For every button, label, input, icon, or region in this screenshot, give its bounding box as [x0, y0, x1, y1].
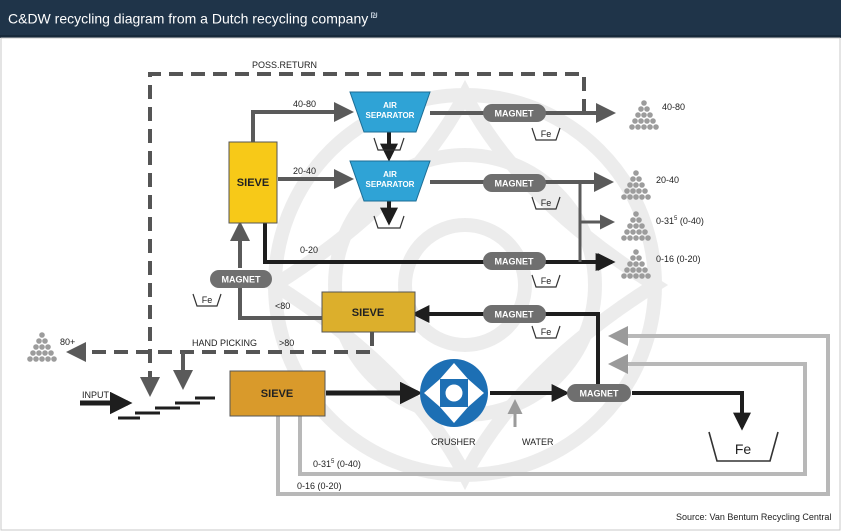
magnet-2-label: MAGNET: [495, 179, 534, 189]
air-separator-2-line2: SEPARATOR: [366, 180, 415, 189]
label-bottom-0-16: 0-16 (0-20): [297, 481, 342, 491]
line-lt80: [238, 282, 322, 320]
air-separator-1-line1: AIR: [383, 101, 397, 110]
fe-bin-large-label: Fe: [735, 441, 752, 457]
title-mark-icon: ₪: [370, 10, 378, 20]
magnet-3: MAGNET: [483, 252, 546, 270]
magnet-5: MAGNET: [210, 270, 272, 288]
magnet-1: MAGNET: [483, 104, 546, 122]
fe-bin-4-label: Fe: [541, 327, 552, 337]
line-40-80: [251, 102, 354, 142]
sieve-top-label: SIEVE: [237, 177, 269, 189]
magnet-6: MAGNET: [567, 384, 631, 402]
output-label-0-31: 0-315 (0-40): [656, 216, 704, 226]
magnet-1-label: MAGNET: [495, 109, 534, 119]
label-0-20: 0-20: [300, 245, 318, 255]
line-hand-picking: [66, 332, 374, 362]
label-crusher: CRUSHER: [431, 437, 476, 447]
label-40-80: 40-80: [293, 99, 316, 109]
line-recirc-mid-sieve: [411, 305, 600, 395]
loop-0-31: [298, 354, 807, 476]
magnet-5-label: MAGNET: [222, 275, 261, 285]
conveyor-stairs: [118, 396, 215, 420]
output-label-20-40: 20-40: [656, 175, 679, 185]
magnet-6-label: MAGNET: [580, 389, 619, 399]
label-80-plus: 80+: [60, 337, 75, 347]
label-bottom-0-31: 0-315 (0-40): [313, 459, 361, 469]
label-water: WATER: [522, 437, 554, 447]
label-lt80: <80: [275, 301, 290, 311]
label-input: INPUT: [82, 390, 110, 400]
air-separator-2-line1: AIR: [383, 170, 397, 179]
pile-icon-80-plus: [27, 332, 57, 362]
sieve-bottom-label: SIEVE: [261, 388, 293, 400]
air-separator-1-line2: SEPARATOR: [366, 111, 415, 120]
sieve-middle-label: SIEVE: [352, 307, 384, 319]
pile-icon-0-31: [621, 211, 651, 241]
fe-bin-2-label: Fe: [541, 198, 552, 208]
sieve-bottom: SIEVE: [229, 370, 326, 417]
pile-icon-20-40: [621, 170, 651, 200]
output-label-0-16: 0-16 (0-20): [656, 254, 701, 264]
diagram-frame: [0, 37, 841, 531]
fe-bin-3-label: Fe: [541, 276, 552, 286]
pile-icon-0-16: [621, 249, 651, 279]
magnet-3-label: MAGNET: [495, 257, 534, 267]
page-title: C&DW recycling diagram from a Dutch recy…: [8, 10, 378, 27]
poss-return-line: [140, 72, 586, 397]
source-credit: Source: Van Bentum Recycling Central: [676, 512, 831, 522]
line-magnet-fe: [632, 391, 751, 431]
line-0-31-branch: [578, 182, 615, 230]
fe-bin-2: Fe: [531, 196, 561, 210]
magnet-4-label: MAGNET: [495, 310, 534, 320]
fe-bin-1-label: Fe: [541, 129, 552, 139]
fe-bin-large: Fe: [708, 431, 779, 462]
fe-bin-3: Fe: [531, 274, 561, 288]
label-gt80: >80: [279, 338, 294, 348]
fe-bin-4: Fe: [531, 325, 561, 339]
pile-icon-40-80: [629, 100, 659, 130]
label-hand-picking: HAND PICKING: [192, 338, 257, 348]
sieve-top: SIEVE: [228, 141, 278, 224]
magnet-2: MAGNET: [483, 174, 546, 192]
fe-bin-1: Fe: [531, 127, 561, 141]
label-20-40: 20-40: [293, 166, 316, 176]
air-separator-1: AIR SEPARATOR: [349, 91, 431, 133]
magnet-4: MAGNET: [483, 305, 546, 323]
air-separator-2-bin: [373, 215, 405, 229]
fe-bin-5-label: Fe: [202, 295, 213, 305]
crusher: [420, 359, 488, 427]
fe-bin-5: Fe: [192, 293, 222, 307]
air-separator-2: AIR SEPARATOR: [349, 160, 431, 202]
output-label-40-80: 40-80: [662, 102, 685, 112]
label-poss-return: POSS.RETURN: [252, 60, 317, 70]
air-separator-1-bin: [373, 137, 405, 151]
loop-0-16: [276, 326, 830, 496]
title-bar: C&DW recycling diagram from a Dutch recy…: [0, 0, 841, 38]
sieve-middle: SIEVE: [321, 291, 416, 333]
